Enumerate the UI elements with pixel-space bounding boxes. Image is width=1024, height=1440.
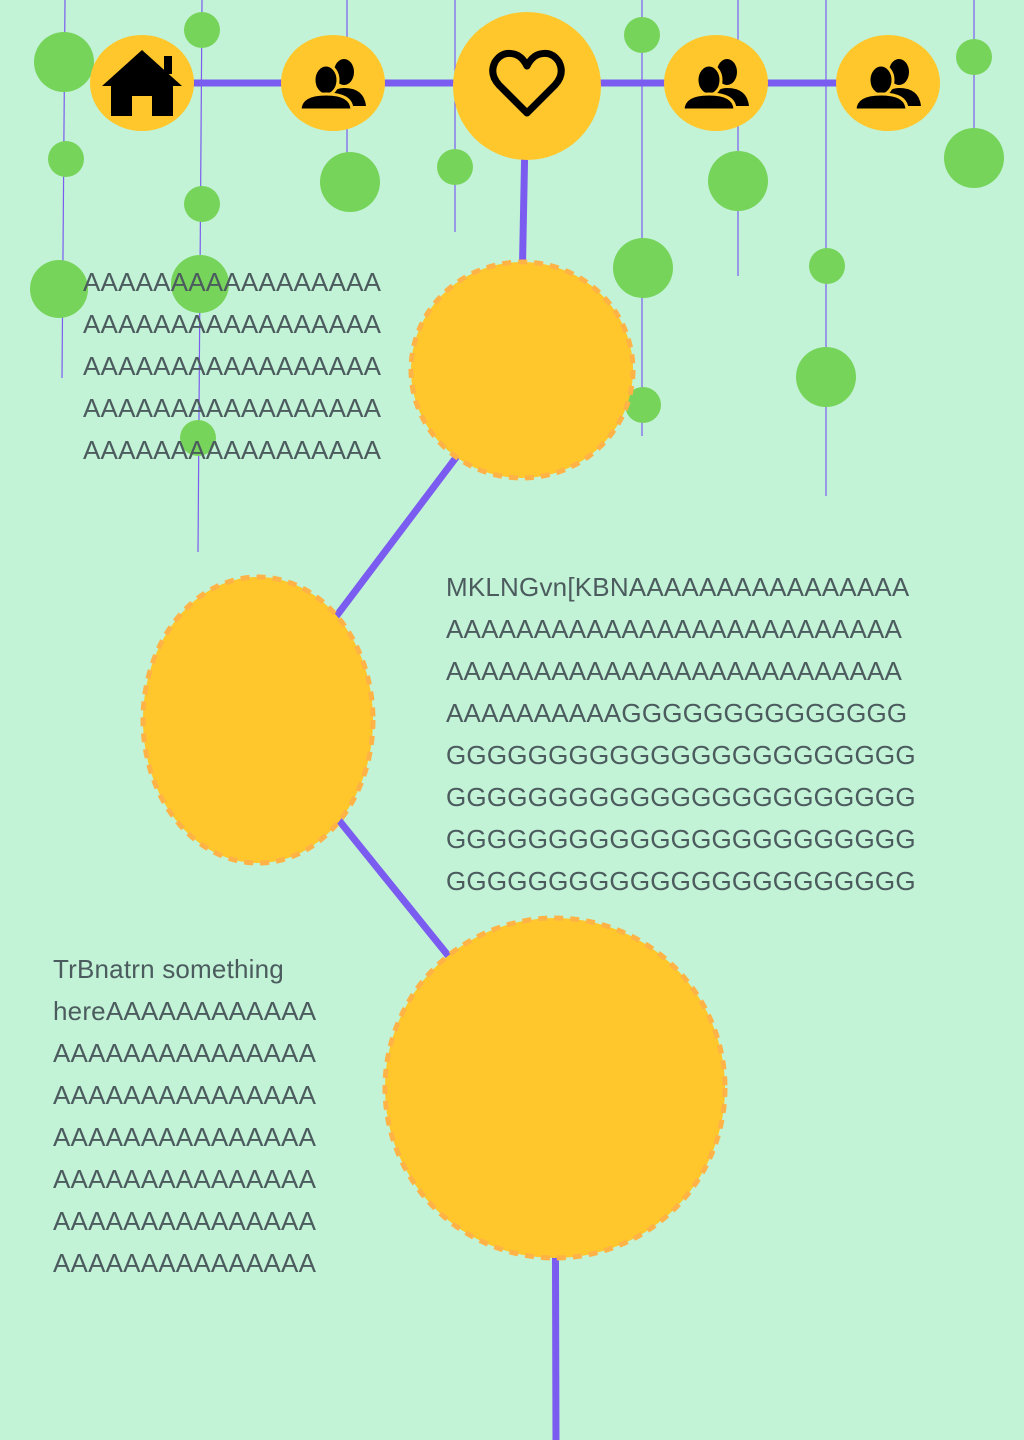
bubble [48,141,84,177]
nav-users-button[interactable] [664,35,768,131]
timeline-node [408,259,636,481]
bubble [708,151,768,211]
nav-bar [90,12,940,160]
timeline-nodes [140,259,728,1261]
bubble [956,39,992,75]
nav-home-button[interactable] [90,35,194,131]
bubble [625,387,661,423]
nav-button-bg [453,12,601,160]
bubble [320,152,380,212]
users-icon [681,59,749,112]
content-text-block: MKLNGvn[KBNAAAAAAAAAAAAAAAA AAAAAAAAAAAA… [446,572,916,896]
bubble [34,32,94,92]
timeline-node [382,915,728,1261]
users-icon [853,59,921,112]
nav-heart-button[interactable] [453,12,601,160]
heart-icon [489,49,565,117]
bubble [796,347,856,407]
nav-users-button[interactable] [836,35,940,131]
bubble [437,149,473,185]
decoration-bubbles [30,12,1004,456]
bubble [944,128,1004,188]
bubble [184,12,220,48]
bubble [624,17,660,53]
content-text-block: AAAAAAAAAAAAAAAAA AAAAAAAAAAAAAAAAA AAAA… [83,267,382,465]
bubble [613,238,673,298]
users-icon [298,59,366,112]
bubble [30,260,88,318]
nav-users-button[interactable] [281,35,385,131]
timeline-node [140,574,376,866]
bubble [809,248,845,284]
bubble [180,420,216,456]
home-icon [102,50,182,116]
bubble [171,255,229,313]
bubble [184,186,220,222]
content-text-block: TrBnatrn something hereAAAAAAAAAAAA AAAA… [53,954,317,1278]
